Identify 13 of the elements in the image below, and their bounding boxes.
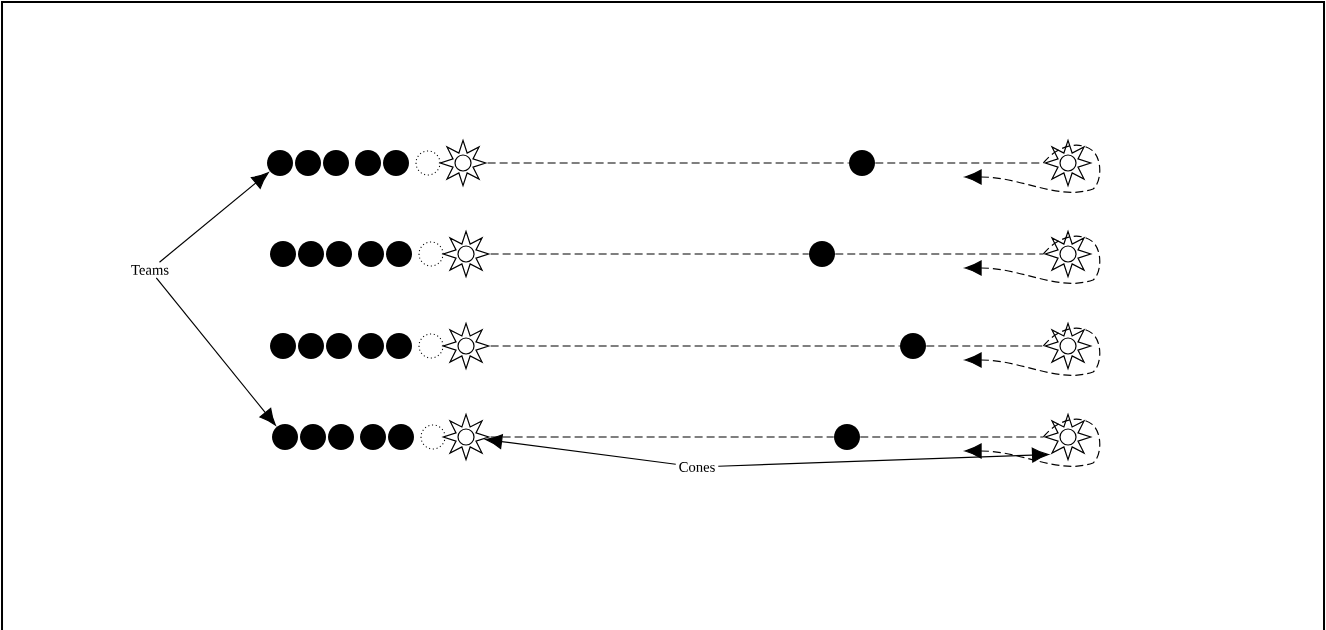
empty-spot	[418, 333, 444, 359]
callout-label: Cones	[679, 462, 715, 472]
running-path	[874, 162, 1044, 164]
running-path	[834, 253, 1044, 255]
empty-spot	[415, 150, 441, 176]
callout-label: Teams	[131, 265, 169, 275]
running-path	[859, 436, 1044, 438]
empty-spot	[418, 241, 444, 267]
leader-arrow	[158, 172, 269, 263]
leader-arrow	[485, 434, 677, 465]
leader-arrow	[717, 447, 1050, 467]
empty-spot	[420, 424, 446, 450]
leader-arrow	[155, 277, 276, 426]
